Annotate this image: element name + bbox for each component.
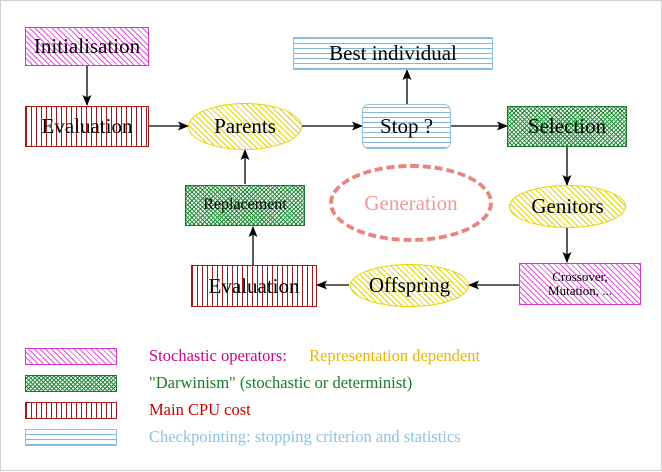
legend-label-main-cpu-cost: Main CPU cost bbox=[149, 400, 251, 419]
node-offspring-label: Offspring bbox=[368, 273, 451, 298]
legend-row-main-cpu-cost: Main CPU cost bbox=[25, 400, 251, 420]
node-generation-boundary: Generation bbox=[329, 164, 493, 242]
legend-swatch-vertical-red bbox=[25, 401, 117, 419]
legend-swatch-horizontal-blue bbox=[25, 428, 117, 446]
node-stop-label: Stop ? bbox=[379, 114, 434, 139]
legend-label-stochastic-operators: Stochastic operators: bbox=[149, 346, 287, 365]
node-generation-label: Generation bbox=[364, 190, 458, 215]
node-genitors[interactable]: Genitors bbox=[509, 185, 626, 228]
node-genitors-label: Genitors bbox=[531, 194, 604, 219]
node-replacement[interactable]: Replacement bbox=[185, 185, 305, 226]
node-crossover-mutation[interactable]: Crossover, Mutation, ... bbox=[519, 263, 641, 305]
node-crossover-line2: Mutation, ... bbox=[548, 283, 612, 298]
node-crossover-line1: Crossover, bbox=[552, 269, 608, 285]
node-initialisation[interactable]: Initialisation bbox=[25, 27, 149, 66]
node-best-individual-label: Best individual bbox=[329, 41, 457, 66]
node-evaluation-top[interactable]: Evaluation bbox=[25, 106, 149, 147]
legend-swatch-crosshatch-green bbox=[25, 374, 117, 392]
legend-row-stochastic-operators: Stochastic operators: Representation dep… bbox=[25, 346, 480, 366]
legend-label-group-1: Stochastic operators: Representation dep… bbox=[149, 346, 480, 366]
node-selection-label: Selection bbox=[527, 114, 607, 139]
node-best-individual[interactable]: Best individual bbox=[293, 37, 493, 70]
legend-label-checkpointing: Checkpointing: stopping criterion and st… bbox=[149, 427, 461, 446]
legend-row-darwinism: "Darwinism" (stochastic or determinist) bbox=[25, 373, 412, 393]
node-offspring[interactable]: Offspring bbox=[350, 264, 469, 307]
legend-row-checkpointing: Checkpointing: stopping criterion and st… bbox=[25, 427, 461, 447]
node-stop[interactable]: Stop ? bbox=[362, 104, 451, 149]
node-evaluation-bottom-label: Evaluation bbox=[208, 273, 300, 298]
legend-swatch-diagonal-magenta bbox=[25, 347, 117, 365]
legend-label-darwinism: "Darwinism" (stochastic or determinist) bbox=[149, 373, 413, 392]
node-initialisation-label: Initialisation bbox=[33, 34, 141, 59]
node-parents[interactable]: Parents bbox=[188, 103, 302, 150]
node-parents-label: Parents bbox=[214, 114, 276, 139]
legend-label-representation-dependent: Representation dependent bbox=[309, 346, 481, 365]
node-evaluation-bottom[interactable]: Evaluation bbox=[191, 265, 317, 307]
node-replacement-label: Replacement bbox=[203, 196, 287, 214]
node-selection[interactable]: Selection bbox=[507, 106, 627, 147]
node-evaluation-top-label: Evaluation bbox=[41, 114, 133, 139]
